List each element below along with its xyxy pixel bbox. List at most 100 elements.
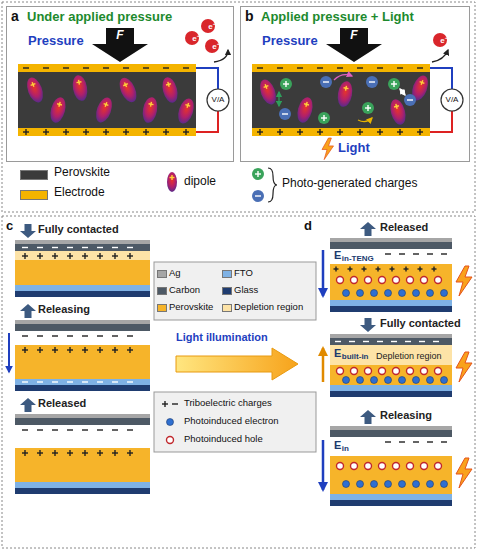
plus-sign [285, 81, 286, 87]
top-electrode [18, 64, 196, 72]
minus-sign [82, 381, 88, 382]
photo-hole [365, 368, 372, 375]
panel-frame [2, 216, 475, 548]
plus-sign [257, 171, 258, 177]
plus-sign [69, 450, 70, 456]
legend-swatch [157, 304, 167, 312]
photo-hole [337, 368, 344, 375]
panel-b-art [252, 28, 463, 160]
plus-sign [129, 347, 130, 353]
glass-layer [330, 306, 452, 312]
ag-layer [330, 426, 452, 430]
minus-sign [22, 247, 28, 248]
plus-sign [69, 347, 70, 353]
legend-text: Depletion region [234, 302, 303, 313]
fto-layer [15, 482, 150, 488]
plus-sign [164, 401, 165, 407]
minus-sign [127, 335, 133, 336]
legend-swatch [222, 287, 232, 295]
dipole-symbol [48, 96, 68, 125]
minus-sign [277, 67, 283, 68]
plus-sign [393, 81, 394, 87]
ag-layer [15, 320, 150, 324]
minus-sign [349, 341, 355, 342]
minus-sign [377, 67, 383, 68]
minus-sign [37, 247, 43, 248]
plus-sign [363, 267, 364, 272]
plus-sign [24, 450, 25, 456]
photo-hole [379, 463, 386, 470]
electron-label: e⁻ [440, 37, 447, 45]
minus-sign [23, 67, 29, 68]
photo-hole [365, 463, 372, 470]
plus-sign [419, 267, 420, 272]
plus-sign [259, 129, 260, 135]
stage-label: Released [380, 221, 428, 234]
plus-sign [129, 253, 130, 259]
minus-sign [112, 335, 118, 336]
minus-sign [385, 253, 391, 254]
photo-hole [421, 463, 428, 470]
legend-text: Triboelectric charges [184, 398, 272, 409]
plus-sign [145, 129, 146, 135]
carbon-layer [15, 244, 150, 251]
pressure-arrow [326, 28, 382, 62]
pressure-arrow [92, 28, 148, 62]
photo-electron [399, 290, 406, 297]
plus-sign [114, 450, 115, 456]
plus-sign [84, 450, 85, 456]
minus-sign [22, 381, 28, 382]
minus-sign [337, 67, 343, 68]
dipole-symbol [175, 96, 196, 125]
plus-sign [105, 102, 107, 107]
perovskite-layer [330, 264, 452, 300]
minus-sign [127, 429, 133, 430]
minus-sign [297, 67, 303, 68]
legend-box [154, 392, 316, 452]
drift-arrow [400, 89, 405, 95]
photo-electron [343, 481, 350, 488]
plus-sign [129, 450, 130, 456]
minus-sign [82, 429, 88, 430]
photo-hole [407, 277, 414, 284]
photo-charge-negative [279, 108, 291, 120]
panel-frame [2, 2, 475, 212]
perovskite-layer [252, 72, 430, 128]
minus-sign [52, 335, 58, 336]
photo-hole [351, 463, 358, 470]
plus-sign [114, 347, 115, 353]
minus-sign [37, 429, 43, 430]
minus-sign [405, 341, 411, 342]
minus-sign [163, 67, 169, 68]
photo-electron [343, 290, 350, 297]
fto-layer [330, 494, 452, 500]
minus-sign [369, 81, 375, 82]
dipole-symbol [141, 96, 159, 124]
minus-sign [37, 335, 43, 336]
minus-sign [427, 441, 433, 442]
plus-sign [367, 105, 368, 111]
fto-layer [15, 379, 150, 385]
ag-layer [15, 414, 150, 418]
motion-arrow [20, 398, 36, 412]
minus-sign [22, 335, 28, 336]
stage-label: Fully contacted [380, 317, 461, 330]
minus-sign [441, 441, 447, 442]
photo-electron [357, 481, 364, 488]
panel-c-art [9, 224, 150, 494]
dipole-body [336, 80, 354, 108]
stage-label: Released [38, 397, 86, 410]
electron-circle: e⁻ [201, 19, 215, 33]
dipole-body [24, 75, 46, 104]
dipole-symbol [71, 74, 89, 102]
photo-electron [357, 290, 364, 297]
photo-hole [393, 277, 400, 284]
meter-label: V/A [212, 95, 225, 104]
plus-sign [405, 267, 406, 272]
dipole-body [160, 76, 180, 105]
photo-charge-positive [280, 78, 292, 90]
photo-electron [399, 481, 406, 488]
force-symbol: F [350, 29, 357, 43]
perovskite-layer [15, 448, 150, 482]
panel-heading: Applied pressure + Light [261, 10, 414, 25]
